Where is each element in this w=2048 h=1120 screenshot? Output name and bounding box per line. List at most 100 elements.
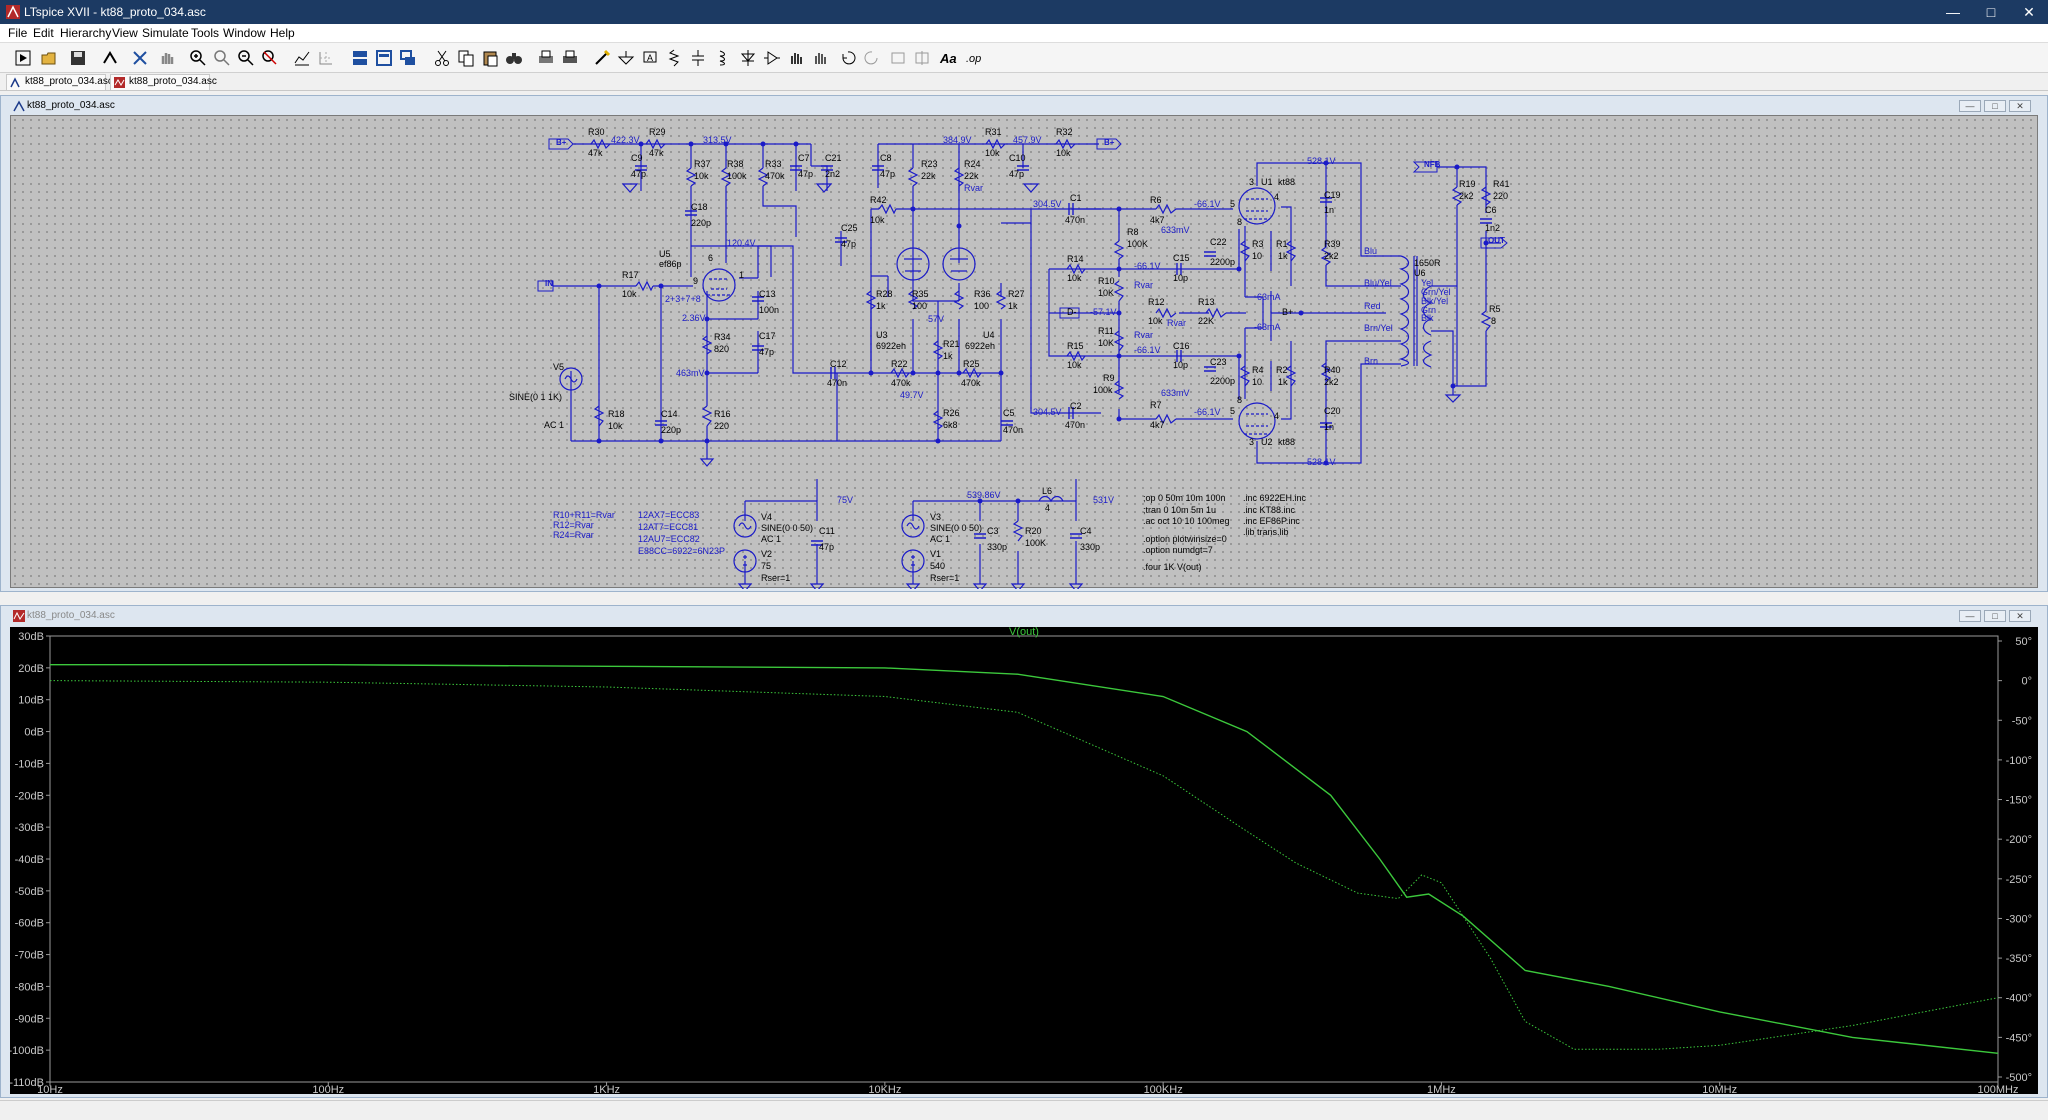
schematic-label: U5 [659,249,671,259]
autorange-icon[interactable] [290,46,314,70]
print-icon[interactable] [534,46,558,70]
schematic-label: 1k [1278,251,1288,261]
menu-edit[interactable]: Edit [33,26,54,40]
component-icon[interactable] [760,46,784,70]
zoom-cancel-icon[interactable] [258,46,282,70]
x-tick-label: 1KHz [593,1084,620,1094]
mdi-minimize-button[interactable]: — [1959,100,1981,112]
schematic-label: 2k2 [1459,191,1474,201]
schematic-label: R10 [1098,276,1115,286]
ground-icon[interactable] [614,46,638,70]
tab-waveform[interactable]: kt88_proto_034.asc [110,74,217,90]
pan-icon[interactable] [155,46,179,70]
rotate-icon[interactable] [886,46,910,70]
cascade-icon[interactable] [396,46,420,70]
move-icon[interactable] [784,46,808,70]
tile-horizontal-icon[interactable] [348,46,372,70]
schematic-label: R24 [964,159,981,169]
right-tick-label: 50° [2015,636,2032,648]
schematic-label: U3 [876,330,888,340]
trace-label[interactable]: V(out) [1009,626,1039,638]
zoom-in-icon[interactable] [186,46,210,70]
wire-icon[interactable] [590,46,614,70]
capacitor-icon[interactable] [686,46,710,70]
schematic-label: 22k [921,171,936,181]
schematic-label: 8 [1237,217,1242,227]
diode-icon[interactable] [736,46,760,70]
save-icon[interactable] [66,46,90,70]
schematic-label: C17 [759,331,776,341]
plot-traces [49,664,1999,1054]
maximize-button[interactable]: □ [1986,4,1996,20]
menu-tools[interactable]: Tools [191,26,220,40]
schematic-label: 49.7V [900,390,924,400]
schematic-label: 304.5V [1033,199,1062,209]
control-panel-icon[interactable] [98,46,122,70]
menu-hierarchy[interactable]: Hierarchy [60,26,112,40]
drag-icon[interactable] [808,46,832,70]
tile-vertical-icon[interactable] [372,46,396,70]
zoom-fit-icon[interactable] [210,46,234,70]
schematic-label: C25 [841,223,858,233]
mdi-close-button[interactable]: ✕ [2009,610,2031,622]
tab-schematic[interactable]: kt88_proto_034.asc [6,74,113,90]
menu-help[interactable]: Help [270,26,295,40]
cut-icon[interactable] [430,46,454,70]
paste-icon[interactable] [478,46,502,70]
mirror-icon[interactable] [910,46,934,70]
mdi-restore-button[interactable]: □ [1984,610,2006,622]
right-tick-label: -50° [2012,715,2032,727]
schematic-label: 4 [1274,192,1279,202]
schematic-label: R9 [1103,373,1115,383]
find-icon[interactable] [502,46,526,70]
schematic-label: .lib trans.lib [1243,527,1289,537]
grid-icon[interactable] [314,46,338,70]
undo-icon[interactable] [836,46,860,70]
menu-window[interactable]: Window [223,26,266,40]
minimize-button[interactable]: — [1946,4,1960,20]
redo-icon[interactable] [860,46,884,70]
schematic-label: 6 [708,253,713,263]
schematic-label: R8 [1127,227,1139,237]
schematic-window-titlebar: kt88_proto_034.asc — □ ✕ [1,96,2047,116]
schematic-label: 120.4V [727,238,756,248]
print-setup-icon[interactable] [558,46,582,70]
junction-dots [596,141,1489,504]
window-title: LTspice XVII - kt88_proto_034.asc [24,5,206,19]
schematic-label: 47p [819,542,834,552]
net-label-icon[interactable]: A [638,46,662,70]
resistor-icon[interactable] [662,46,686,70]
spice-directive-icon[interactable]: .op [962,46,986,70]
wire-net [553,143,1501,584]
schematic-label: ;op 0 50m 10m 100n [1143,493,1226,503]
mdi-close-button[interactable]: ✕ [2009,100,2031,112]
right-tick-label: -250° [2006,874,2032,886]
text-icon[interactable]: Aa [936,46,960,70]
schematic-label: C18 [691,202,708,212]
schematic-label: R15 [1067,341,1084,351]
schematic-label: -63mA [1254,292,1281,302]
left-tick-label: -110dB [10,1077,44,1089]
mdi-minimize-button[interactable]: — [1959,610,1981,622]
zoom-out-icon[interactable] [234,46,258,70]
schematic-label: R40 [1324,365,1341,375]
menu-view[interactable]: View [112,26,138,40]
halt-icon[interactable] [128,46,152,70]
copy-icon[interactable] [454,46,478,70]
phase-trace [49,680,1999,1050]
schematic-label: Yel [1421,278,1433,288]
open-icon[interactable] [37,46,61,70]
schematic-label: 4 [1045,503,1050,513]
menu-simulate[interactable]: Simulate [142,26,189,40]
menu-file[interactable]: File [8,26,28,40]
mdi-restore-button[interactable]: □ [1984,100,2006,112]
schematic-label: U6 [1414,268,1426,278]
schematic-label: 10k [1067,273,1082,283]
voltage-sources [559,367,925,573]
close-button[interactable]: ✕ [2023,3,2035,20]
inductor-icon[interactable] [710,46,734,70]
run-icon[interactable] [11,46,35,70]
schematic-label: 10k [985,148,1000,158]
